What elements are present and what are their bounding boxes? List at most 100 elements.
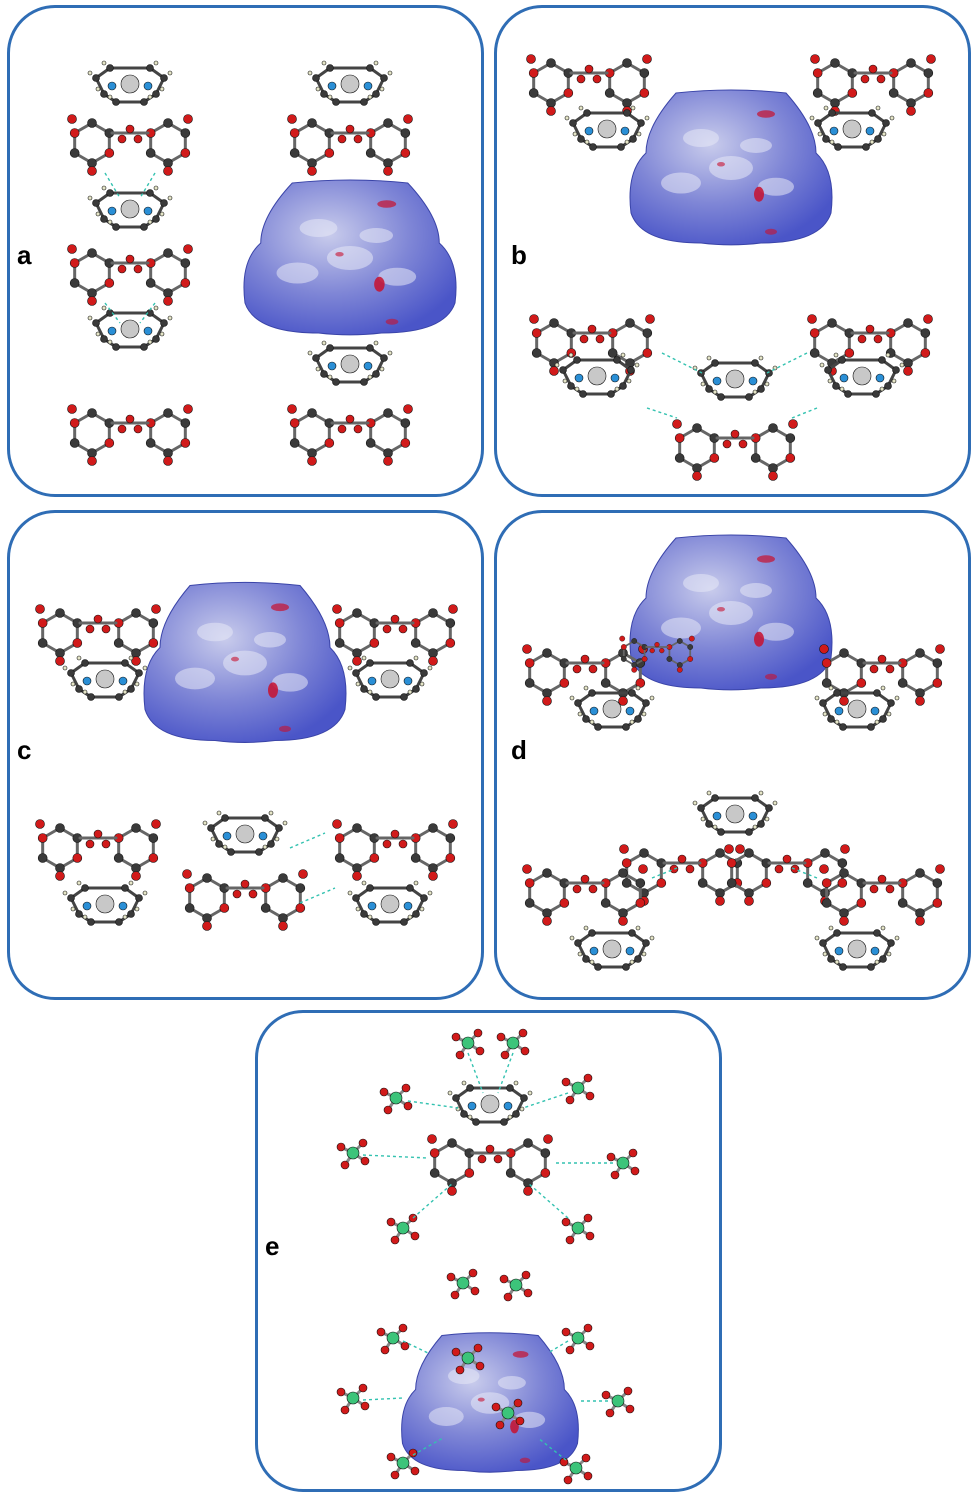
atom — [572, 664, 582, 674]
oxygen-atom — [475, 1361, 485, 1371]
atom — [383, 448, 393, 458]
hydrogen-atom — [373, 60, 379, 66]
atom — [867, 723, 875, 731]
atom — [531, 328, 542, 338]
panel-a-graphic — [67, 60, 457, 466]
oxygen-atom — [446, 1272, 456, 1282]
atom — [526, 54, 536, 64]
atom — [406, 659, 414, 667]
atom — [768, 423, 778, 433]
hydrogen-atom — [874, 719, 880, 725]
atom — [287, 404, 297, 414]
atom — [879, 955, 887, 963]
hydrogen-bond — [791, 407, 818, 419]
atom — [906, 58, 916, 68]
atom — [524, 878, 535, 888]
atom — [876, 74, 886, 84]
metal-atom — [587, 366, 607, 386]
hydrogen-bond — [522, 1092, 569, 1109]
atom — [607, 390, 615, 398]
atom — [676, 662, 683, 668]
hydrogen-atom — [101, 60, 107, 66]
oxygen-atom — [520, 1046, 530, 1056]
hydrogen-atom — [347, 890, 353, 896]
hirshfeld-surface — [629, 534, 833, 691]
atom — [151, 604, 161, 614]
contact-hotspot — [477, 1397, 485, 1402]
atom — [549, 366, 559, 376]
anion-unit — [451, 1343, 485, 1375]
anion-unit — [446, 1268, 480, 1300]
hydrogen-atom — [419, 906, 425, 912]
atom — [868, 64, 878, 74]
hydrogen-atom — [880, 925, 886, 931]
hydrogen-atom — [712, 389, 718, 395]
hydrogen-atom — [159, 211, 165, 217]
atom — [295, 903, 306, 913]
organic-ligand-unit — [672, 419, 798, 481]
hydrogen-atom — [527, 1090, 533, 1096]
atom — [152, 90, 160, 98]
nitrogen-atom — [222, 831, 232, 841]
atom — [69, 418, 80, 428]
oxygen-atom — [623, 1386, 633, 1396]
oxygen-atom — [383, 1105, 393, 1115]
atom — [112, 223, 120, 231]
oxygen-atom — [585, 1091, 595, 1101]
atom — [676, 638, 683, 644]
atom — [619, 844, 629, 854]
atom — [460, 1110, 468, 1118]
atom — [506, 1084, 514, 1092]
atom — [180, 418, 191, 428]
atom — [140, 98, 148, 106]
atom — [131, 656, 141, 666]
atom — [163, 118, 173, 128]
panel-label-a: a — [17, 240, 32, 270]
atom — [840, 844, 850, 854]
hydrogen-atom — [62, 890, 68, 896]
atom — [35, 604, 45, 614]
central-atom — [616, 1156, 630, 1170]
atom — [67, 669, 75, 677]
hydrogen-atom — [107, 339, 113, 345]
atom — [697, 878, 708, 888]
atom — [577, 135, 585, 143]
atom — [885, 664, 895, 674]
central-atom — [386, 1331, 400, 1345]
hydrogen-atom — [630, 105, 636, 111]
atom — [761, 878, 772, 888]
atom — [307, 158, 317, 168]
atom — [232, 889, 242, 899]
hydrogen-atom — [578, 105, 584, 111]
atom — [372, 370, 380, 378]
atom — [715, 888, 725, 898]
atom — [887, 939, 895, 947]
atom — [69, 128, 80, 138]
atom — [676, 666, 683, 673]
atom — [827, 318, 837, 328]
nitrogen-atom — [865, 126, 875, 136]
central-atom — [569, 1461, 583, 1475]
atom — [37, 833, 48, 843]
nitrogen-atom — [327, 81, 337, 91]
hydrogen-atom — [629, 959, 635, 965]
atom — [55, 648, 65, 658]
atom — [604, 88, 615, 98]
atom — [240, 879, 250, 889]
nitrogen-atom — [107, 81, 117, 91]
atom — [874, 135, 882, 143]
atom — [832, 382, 840, 390]
hydrogen-atom — [879, 386, 885, 392]
atom — [215, 840, 223, 848]
atom — [255, 848, 263, 856]
atom — [352, 863, 362, 873]
organic-ligand-unit — [35, 819, 161, 881]
atom — [637, 119, 645, 127]
organic-ligand-unit — [819, 644, 945, 706]
oxygen-atom — [495, 1420, 505, 1430]
nitrogen-atom — [834, 946, 844, 956]
atom — [892, 366, 900, 374]
atom — [726, 858, 737, 868]
atom — [412, 685, 420, 693]
atom — [140, 343, 148, 351]
